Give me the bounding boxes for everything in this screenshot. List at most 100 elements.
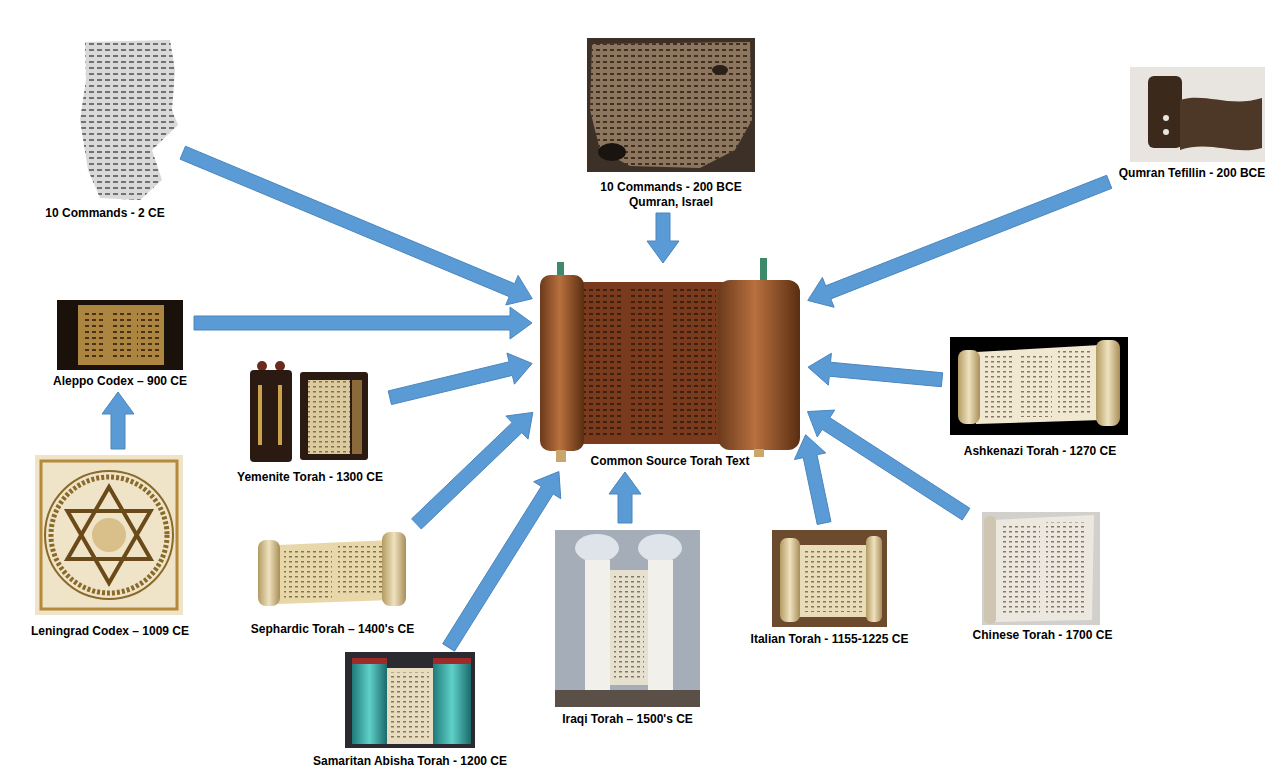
block-arrow xyxy=(808,353,943,386)
torah-scroll xyxy=(540,258,800,462)
torah-case-photo xyxy=(345,652,475,748)
torah-scroll xyxy=(754,449,764,457)
caption: Yemenite Torah - 1300 CE xyxy=(233,470,387,485)
manuscript-node: Yemenite Torah - 1300 CE xyxy=(233,360,387,485)
torah-case-photo xyxy=(257,361,267,371)
torah-scroll-photo xyxy=(780,538,800,622)
tefillin-photo xyxy=(1163,115,1169,121)
tefillin-photo xyxy=(1130,67,1265,162)
caption: Aleppo Codex – 900 CE xyxy=(49,374,191,389)
manuscript-node: Leningrad Codex – 1009 CE xyxy=(27,452,193,639)
torah-scroll-photo xyxy=(798,545,868,617)
papyrus-fragment xyxy=(80,40,178,200)
torah-case-photo xyxy=(648,560,673,690)
manuscript-node: Samaritan Abisha Torah - 1200 CE xyxy=(309,650,511,769)
torah-case-photo xyxy=(614,575,644,680)
torah-case-photo xyxy=(391,672,429,740)
torah-scroll-photo xyxy=(1058,351,1092,415)
torah-case-photo xyxy=(352,380,362,454)
torah-case-photo xyxy=(352,658,387,664)
manuscript-node: Qumran Tefillin - 200 BCE xyxy=(1112,64,1272,181)
torah-scroll xyxy=(556,450,566,462)
papyrus-fragment xyxy=(80,40,178,200)
codex-photo xyxy=(83,310,105,360)
block-arrow xyxy=(794,435,830,525)
torah-case-photo xyxy=(610,570,648,685)
caption: Sephardic Torah – 1400's CE xyxy=(245,622,420,637)
carpet-page xyxy=(41,461,177,609)
tefillin-photo xyxy=(1163,129,1169,135)
torah-scroll-photo xyxy=(976,345,1102,424)
torah-scroll-photo xyxy=(982,512,1100,625)
block-arrow xyxy=(388,353,532,405)
tefillin-photo xyxy=(1148,76,1182,148)
carpet-page xyxy=(35,455,183,615)
scroll-fragment xyxy=(590,42,752,168)
block-arrow xyxy=(102,392,134,449)
manuscript-node: Italian Torah - 1155-1225 CE xyxy=(747,526,913,647)
torah-scroll-photo xyxy=(804,550,862,612)
torah-case-photo xyxy=(300,372,368,460)
codex-photo xyxy=(78,305,164,365)
torah-case-photo xyxy=(555,690,700,707)
torah-scroll xyxy=(718,280,800,450)
block-arrow xyxy=(412,412,533,529)
torah-scroll-photo xyxy=(1046,522,1086,614)
scroll-fragment xyxy=(590,42,752,168)
torah-scroll-photo xyxy=(278,540,392,604)
caption: 10 Commands - 200 BCE Qumran, Israel xyxy=(585,180,757,210)
carpet-page xyxy=(67,511,150,583)
torah-case-photo xyxy=(308,380,350,454)
block-arrow xyxy=(808,175,1112,307)
torah-scroll-photo xyxy=(772,530,887,627)
caption: Italian Torah - 1155-1225 CE xyxy=(747,632,913,647)
torah-scroll-photo xyxy=(866,536,882,622)
manuscript-node: Sephardic Torah – 1400's CE xyxy=(245,526,420,637)
torah-scroll-photo xyxy=(772,530,887,627)
torah-case-photo xyxy=(345,652,475,748)
carpet-page xyxy=(51,477,167,593)
manuscript-node: Common Source Torah Text xyxy=(535,266,805,469)
block-arrow xyxy=(180,146,532,305)
block-arrow xyxy=(443,472,561,652)
caption: Leningrad Codex – 1009 CE xyxy=(27,624,193,639)
torah-scroll xyxy=(584,288,622,438)
manuscript-node: Ashkenazi Torah - 1270 CE xyxy=(945,334,1135,459)
torah-scroll-photo xyxy=(992,515,1094,622)
caption: Common Source Torah Text xyxy=(535,454,805,469)
block-arrow xyxy=(808,410,970,520)
torah-case-photo xyxy=(275,361,285,371)
torah-case-photo xyxy=(250,361,368,462)
torah-scroll-photo xyxy=(1096,340,1120,426)
tefillin-photo xyxy=(1180,98,1262,151)
torah-case-photo xyxy=(250,370,292,462)
manuscript-node: Iraqi Torah – 1500's CE xyxy=(550,526,705,727)
torah-scroll-photo xyxy=(284,548,332,598)
torah-scroll-photo xyxy=(338,546,386,596)
torah-scroll-photo xyxy=(258,540,280,606)
torah-case-photo xyxy=(258,385,262,445)
caption: Iraqi Torah – 1500's CE xyxy=(550,712,705,727)
torah-scroll-photo xyxy=(984,356,1014,418)
torah-scroll-photo xyxy=(950,337,1128,435)
block-arrow xyxy=(609,472,641,523)
block-arrow xyxy=(194,307,532,339)
codex-photo xyxy=(57,300,183,370)
torah-case-photo xyxy=(555,530,700,707)
scroll-fragment xyxy=(712,65,728,75)
torah-scroll-photo xyxy=(1000,524,1040,616)
carpet-page xyxy=(67,487,150,559)
carpet-page xyxy=(92,518,126,552)
codex-photo xyxy=(137,310,159,360)
torah-scroll-photo xyxy=(982,512,1100,625)
torah-scroll xyxy=(578,282,724,444)
scroll-fragment xyxy=(587,38,755,172)
torah-scroll-photo xyxy=(984,516,996,624)
torah-scroll-photo xyxy=(1020,353,1052,417)
torah-case-photo xyxy=(433,664,471,744)
torah-scroll-photo xyxy=(950,337,1128,435)
torah-scroll xyxy=(628,288,666,438)
manuscript-node: Chinese Torah - 1700 CE xyxy=(969,508,1117,643)
torah-scroll-photo xyxy=(258,532,406,606)
